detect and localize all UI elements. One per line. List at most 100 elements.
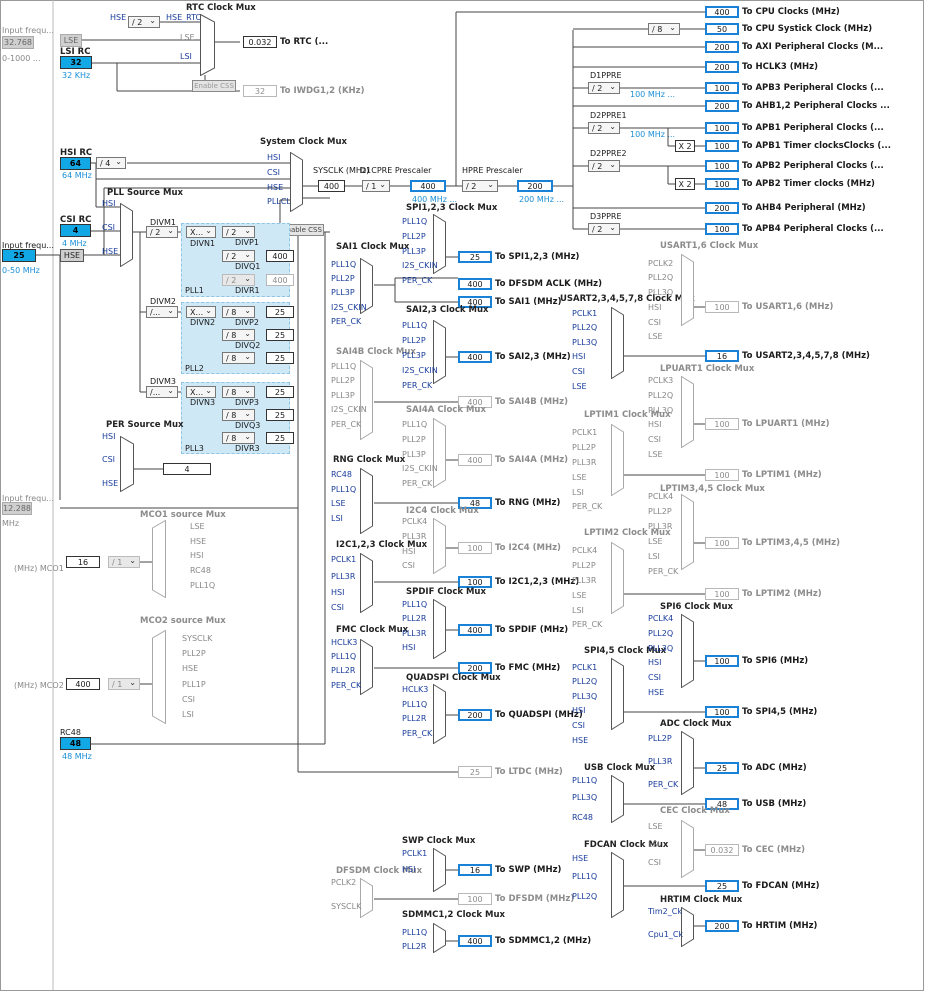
rtc-hse-divider-select[interactable]: / 2: [128, 15, 160, 28]
dfsdm-clock-mux[interactable]: [360, 878, 373, 918]
peripheral-output-value[interactable]: 100: [458, 576, 492, 588]
peripheral-output-value[interactable]: 400: [458, 624, 492, 636]
peripheral-output-value[interactable]: 200: [458, 709, 492, 721]
ext-frequency-input[interactable]: 12.288: [2, 502, 32, 515]
usart2-3-4-5-7-8-clock-mux[interactable]: [611, 307, 624, 379]
fdcan-clock-mux[interactable]: [611, 852, 624, 918]
spi1-2-3-clock-mux[interactable]: [433, 214, 446, 274]
divn3-select[interactable]: X...: [186, 385, 216, 398]
peripheral-output-value[interactable]: 100: [705, 537, 739, 549]
divr1-select[interactable]: / 2: [222, 273, 255, 286]
divr3-select[interactable]: / 8: [222, 431, 255, 444]
sai1-clock-mux[interactable]: [360, 258, 373, 314]
peripheral-output-value[interactable]: 200: [458, 662, 492, 674]
peripheral-output-value[interactable]: 0.032: [705, 844, 739, 856]
rtc-clock-mux[interactable]: [200, 14, 215, 76]
peripheral-output-value[interactable]: 16: [705, 350, 739, 362]
swp-clock-mux[interactable]: [433, 848, 446, 892]
d2ppre2-select[interactable]: / 2: [588, 159, 620, 172]
lptim2-clock-mux[interactable]: [611, 542, 624, 614]
peripheral-output-value[interactable]: 100: [458, 893, 492, 905]
lptim1-clock-mux[interactable]: [611, 424, 624, 496]
d2ppre1-select[interactable]: / 2: [588, 121, 620, 134]
bus-output-value[interactable]: 200: [705, 41, 739, 53]
systick-divider-select[interactable]: / 8: [648, 22, 680, 35]
lse-frequency-input[interactable]: 32.768: [2, 36, 34, 49]
peripheral-output-value[interactable]: 25: [705, 880, 739, 892]
divq1-select[interactable]: / 2: [222, 249, 255, 262]
mco2-source-mux[interactable]: [152, 630, 166, 724]
sai2-3-clock-mux[interactable]: [433, 320, 446, 384]
adc-clock-mux[interactable]: [681, 731, 694, 795]
mco1-source-mux[interactable]: [152, 520, 166, 598]
peripheral-output-value[interactable]: 400: [458, 454, 492, 466]
peripheral-output-value[interactable]: 100: [705, 418, 739, 430]
peripheral-output-value[interactable]: 25: [458, 251, 492, 263]
d1cpre-value[interactable]: 400: [410, 180, 446, 192]
divp1-select[interactable]: / 2: [222, 225, 255, 238]
divr2-select[interactable]: / 8: [222, 351, 255, 364]
hpre-select[interactable]: / 2: [462, 179, 498, 192]
sdmmc1-2-clock-mux[interactable]: [433, 923, 446, 953]
d1cpre-select[interactable]: / 1: [362, 179, 390, 192]
rtc-enable-css-button[interactable]: Enable CSS: [192, 80, 236, 92]
peripheral-output-value[interactable]: 100: [458, 542, 492, 554]
divq2-select[interactable]: / 8: [222, 328, 255, 341]
mco2-divider-select[interactable]: / 1: [108, 677, 140, 690]
i2c4-clock-mux[interactable]: [433, 518, 446, 574]
divm2-select[interactable]: /...: [146, 305, 178, 318]
spi4-5-clock-mux[interactable]: [611, 658, 624, 730]
divp2-select[interactable]: / 8: [222, 305, 255, 318]
bus-output-value[interactable]: 200: [705, 61, 739, 73]
peripheral-output-value[interactable]: 400: [458, 351, 492, 363]
lpuart1-clock-mux[interactable]: [681, 376, 694, 448]
system-enable-css-button[interactable]: Enable CSS: [280, 224, 324, 236]
bus-output-value[interactable]: 100: [705, 160, 739, 172]
usb-clock-mux[interactable]: [611, 775, 624, 823]
quadspi-clock-mux[interactable]: [433, 684, 446, 744]
divn1-select[interactable]: X...: [186, 225, 216, 238]
sai4b-clock-mux[interactable]: [360, 360, 373, 440]
fmc-clock-mux[interactable]: [360, 639, 373, 695]
hrtim-clock-mux[interactable]: [681, 907, 694, 947]
hpre-value[interactable]: 200: [517, 180, 553, 192]
peripheral-output-value[interactable]: 400: [458, 396, 492, 408]
bus-output-value[interactable]: 100: [705, 82, 739, 94]
hsi-divider-select[interactable]: / 4: [96, 156, 126, 169]
system-clock-mux[interactable]: [290, 152, 303, 212]
divq3-select[interactable]: / 8: [222, 408, 255, 421]
d1ppre-select[interactable]: / 2: [588, 81, 620, 94]
per-source-mux[interactable]: [120, 436, 134, 492]
bus-output-value[interactable]: 100: [705, 140, 739, 152]
usart1-6-clock-mux[interactable]: [681, 254, 694, 326]
bus-output-value[interactable]: 50: [705, 23, 739, 35]
pll-source-mux[interactable]: [120, 203, 133, 267]
d3ppre-select[interactable]: / 2: [588, 222, 620, 235]
peripheral-output-value[interactable]: 100: [705, 469, 739, 481]
spi6-clock-mux[interactable]: [681, 614, 694, 688]
hse-frequency-input[interactable]: 25: [2, 249, 36, 262]
bus-output-value[interactable]: 200: [705, 100, 739, 112]
peripheral-output-value[interactable]: 100: [705, 301, 739, 313]
i2c1-2-3-clock-mux[interactable]: [360, 553, 373, 613]
peripheral-output-value[interactable]: 25: [458, 766, 492, 778]
rng-clock-mux[interactable]: [360, 468, 373, 534]
peripheral-output-value[interactable]: 400: [458, 278, 492, 290]
peripheral-output-value[interactable]: 200: [705, 920, 739, 932]
peripheral-output-value[interactable]: 100: [705, 706, 739, 718]
peripheral-output-value[interactable]: 48: [705, 798, 739, 810]
bus-output-value[interactable]: 100: [705, 122, 739, 134]
divm3-select[interactable]: /...: [146, 385, 178, 398]
peripheral-output-value[interactable]: 400: [458, 935, 492, 947]
peripheral-output-value[interactable]: 100: [705, 588, 739, 600]
bus-output-value[interactable]: 100: [705, 178, 739, 190]
spdif-clock-mux[interactable]: [433, 599, 446, 659]
bus-output-value[interactable]: 100: [705, 223, 739, 235]
peripheral-output-value[interactable]: 400: [458, 296, 492, 308]
cec-clock-mux[interactable]: [681, 820, 694, 878]
divm1-select[interactable]: / 2: [146, 225, 178, 238]
peripheral-output-value[interactable]: 100: [705, 655, 739, 667]
peripheral-output-value[interactable]: 25: [705, 762, 739, 774]
divp3-select[interactable]: / 8: [222, 385, 255, 398]
divn2-select[interactable]: X...: [186, 305, 216, 318]
